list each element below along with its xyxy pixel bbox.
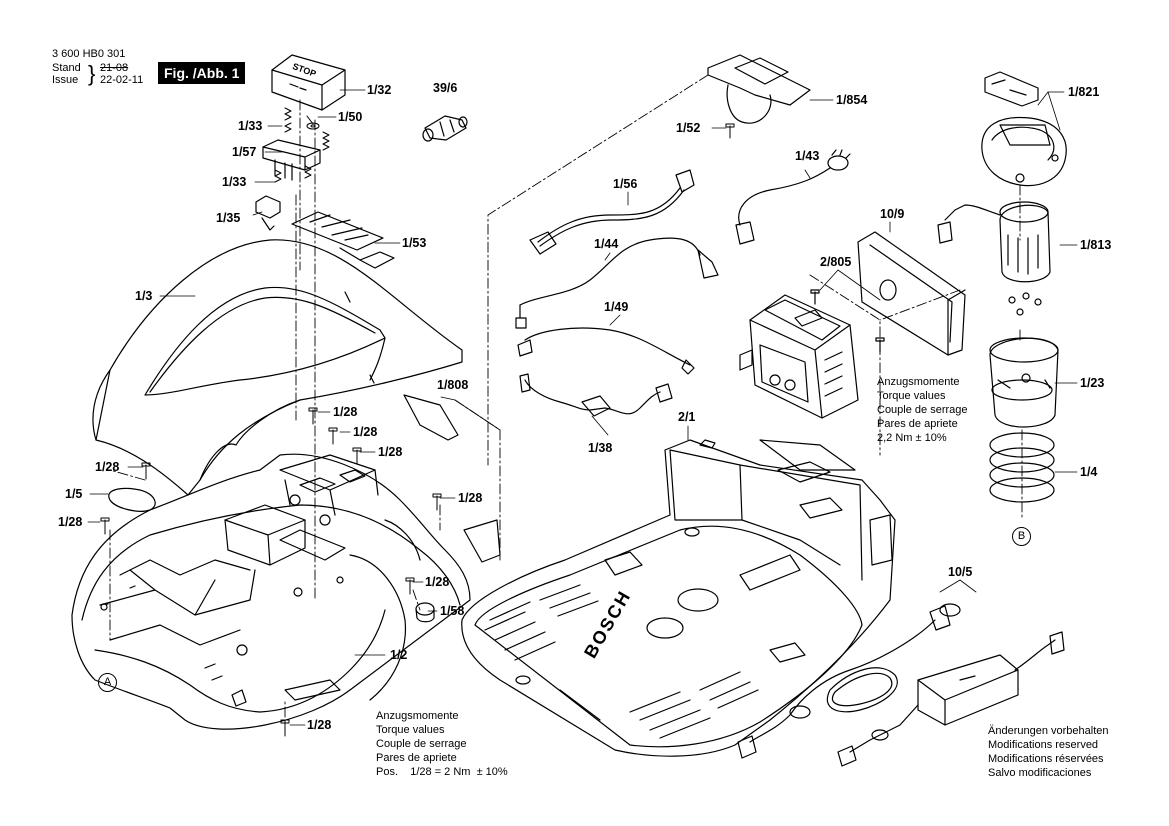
callout-1-56: 1/56 — [613, 177, 638, 191]
callout-1-38: 1/38 — [588, 441, 613, 455]
callout-10-5: 10/5 — [948, 565, 973, 579]
part-39-6-connector — [422, 115, 468, 142]
battery-box-2-805 — [739, 289, 885, 419]
part-1-43-cable — [735, 149, 851, 245]
callout-1-23: 1/23 — [1080, 376, 1105, 390]
callout-1-28-d: 1/28 — [458, 491, 483, 505]
callout-1-2: 1/2 — [390, 648, 408, 662]
changes-note-line2: Modifications reserved — [988, 739, 1099, 751]
changes-note-line1: Änderungen vorbehalten — [988, 725, 1109, 737]
torque-note-right-line5: 2,2 Nm ± 10% — [877, 432, 947, 444]
torque-note-bottom-line3: Couple de serrage — [376, 738, 467, 750]
callout-1-50: 1/50 — [338, 110, 363, 124]
part-1-57-carrier — [262, 139, 321, 181]
part-1-53-keypad — [291, 211, 395, 269]
torque-note-bottom: Anzugsmomente Torque values Couple de se… — [376, 709, 508, 779]
callout-1-49: 1/49 — [604, 300, 629, 314]
callout-1-44: 1/44 — [594, 237, 619, 251]
callout-1-57: 1/57 — [232, 145, 257, 159]
part-1-49-cable — [517, 327, 695, 375]
stand-label: Stand — [52, 62, 81, 74]
part-1-4-spring — [989, 432, 1055, 503]
callout-1-33-upper: 1/33 — [238, 119, 263, 133]
part-1-32-cover — [271, 54, 346, 111]
callout-2-805: 2/805 — [820, 255, 852, 269]
callout-1-43: 1/43 — [795, 149, 820, 163]
torque-note-right-line4: Pares de apriete — [877, 418, 958, 430]
part-10-5-charger — [737, 603, 1065, 767]
callout-1-5: 1/5 — [65, 487, 83, 501]
callout-1-32: 1/32 — [367, 83, 392, 97]
marker-b: B — [1012, 527, 1031, 546]
screws-1-28 — [100, 123, 735, 737]
changes-reserved-note: Änderungen vorbehalten Modifications res… — [988, 724, 1108, 780]
callout-1-53: 1/53 — [402, 236, 427, 250]
part-1-813-motor — [937, 201, 1051, 316]
callout-1-808: 1/808 — [437, 378, 469, 392]
part-1-23-cup — [989, 337, 1059, 428]
callout-1-58: 1/58 — [440, 604, 465, 618]
part-1-854-board — [707, 54, 811, 124]
part-1-44-cable — [515, 237, 719, 329]
callout-1-28-g: 1/28 — [425, 575, 450, 589]
torque-note-bottom-line2: Torque values — [376, 724, 445, 736]
springs-1-33 — [274, 107, 330, 183]
marker-a: A — [98, 673, 117, 692]
part-1-821-cover — [981, 71, 1067, 187]
stand-value: 21-08 — [100, 62, 129, 74]
part-1-2-housing — [71, 453, 471, 730]
torque-note-right-line2: Torque values — [877, 390, 946, 402]
callout-2-1: 2/1 — [678, 410, 696, 424]
torque-note-right-line1: Anzugsmomente — [877, 376, 960, 388]
callout-1-28-c: 1/28 — [378, 445, 403, 459]
part-1-56-cable — [529, 169, 695, 255]
issue-label: Issue — [52, 74, 79, 86]
part-1-35-switch — [255, 195, 281, 231]
torque-note-right: Anzugsmomente Torque values Couple de se… — [877, 375, 968, 445]
part-1-808-windows — [403, 394, 501, 563]
callout-1-35: 1/35 — [216, 211, 241, 225]
part-10-9-plate — [857, 231, 966, 356]
part-1-5-cap — [108, 487, 156, 512]
brace: } — [88, 61, 96, 86]
part-1-38-cable — [519, 373, 673, 417]
callout-1-4: 1/4 — [1080, 465, 1098, 479]
callout-1-28-e: 1/28 — [95, 460, 120, 474]
callout-1-813: 1/813 — [1080, 238, 1112, 252]
callout-1-3: 1/3 — [135, 289, 153, 303]
callout-1-28-b: 1/28 — [353, 425, 378, 439]
changes-note-line3: Modifications réservées — [988, 753, 1104, 765]
part-number: 3 600 HB0 301 — [52, 48, 126, 60]
callout-1-33-lower: 1/33 — [222, 175, 247, 189]
callout-1-28-a: 1/28 — [333, 405, 358, 419]
callout-10-9: 10/9 — [880, 207, 905, 221]
callout-1-854: 1/854 — [836, 93, 868, 107]
callout-39-6: 39/6 — [433, 81, 458, 95]
part-1-58-knob — [415, 602, 435, 623]
torque-note-bottom-line5: Pos. 1/28 = 2 Nm ± 10% — [376, 766, 508, 778]
changes-note-line4: Salvo modificaciones — [988, 767, 1092, 779]
issue-value: 22-02-11 — [100, 74, 144, 86]
torque-note-bottom-line1: Anzugsmomente — [376, 710, 459, 722]
callout-1-52: 1/52 — [676, 121, 701, 135]
callout-1-821: 1/821 — [1068, 85, 1100, 99]
part-2-1-base — [461, 439, 896, 757]
torque-note-right-line3: Couple de serrage — [877, 404, 968, 416]
torque-note-bottom-line4: Pares de apriete — [376, 752, 457, 764]
leader-lines — [87, 89, 1078, 726]
callout-1-28-f: 1/28 — [58, 515, 83, 529]
figure-label: Fig. /Abb. 1 — [158, 62, 246, 84]
callout-1-28-h: 1/28 — [307, 718, 332, 732]
